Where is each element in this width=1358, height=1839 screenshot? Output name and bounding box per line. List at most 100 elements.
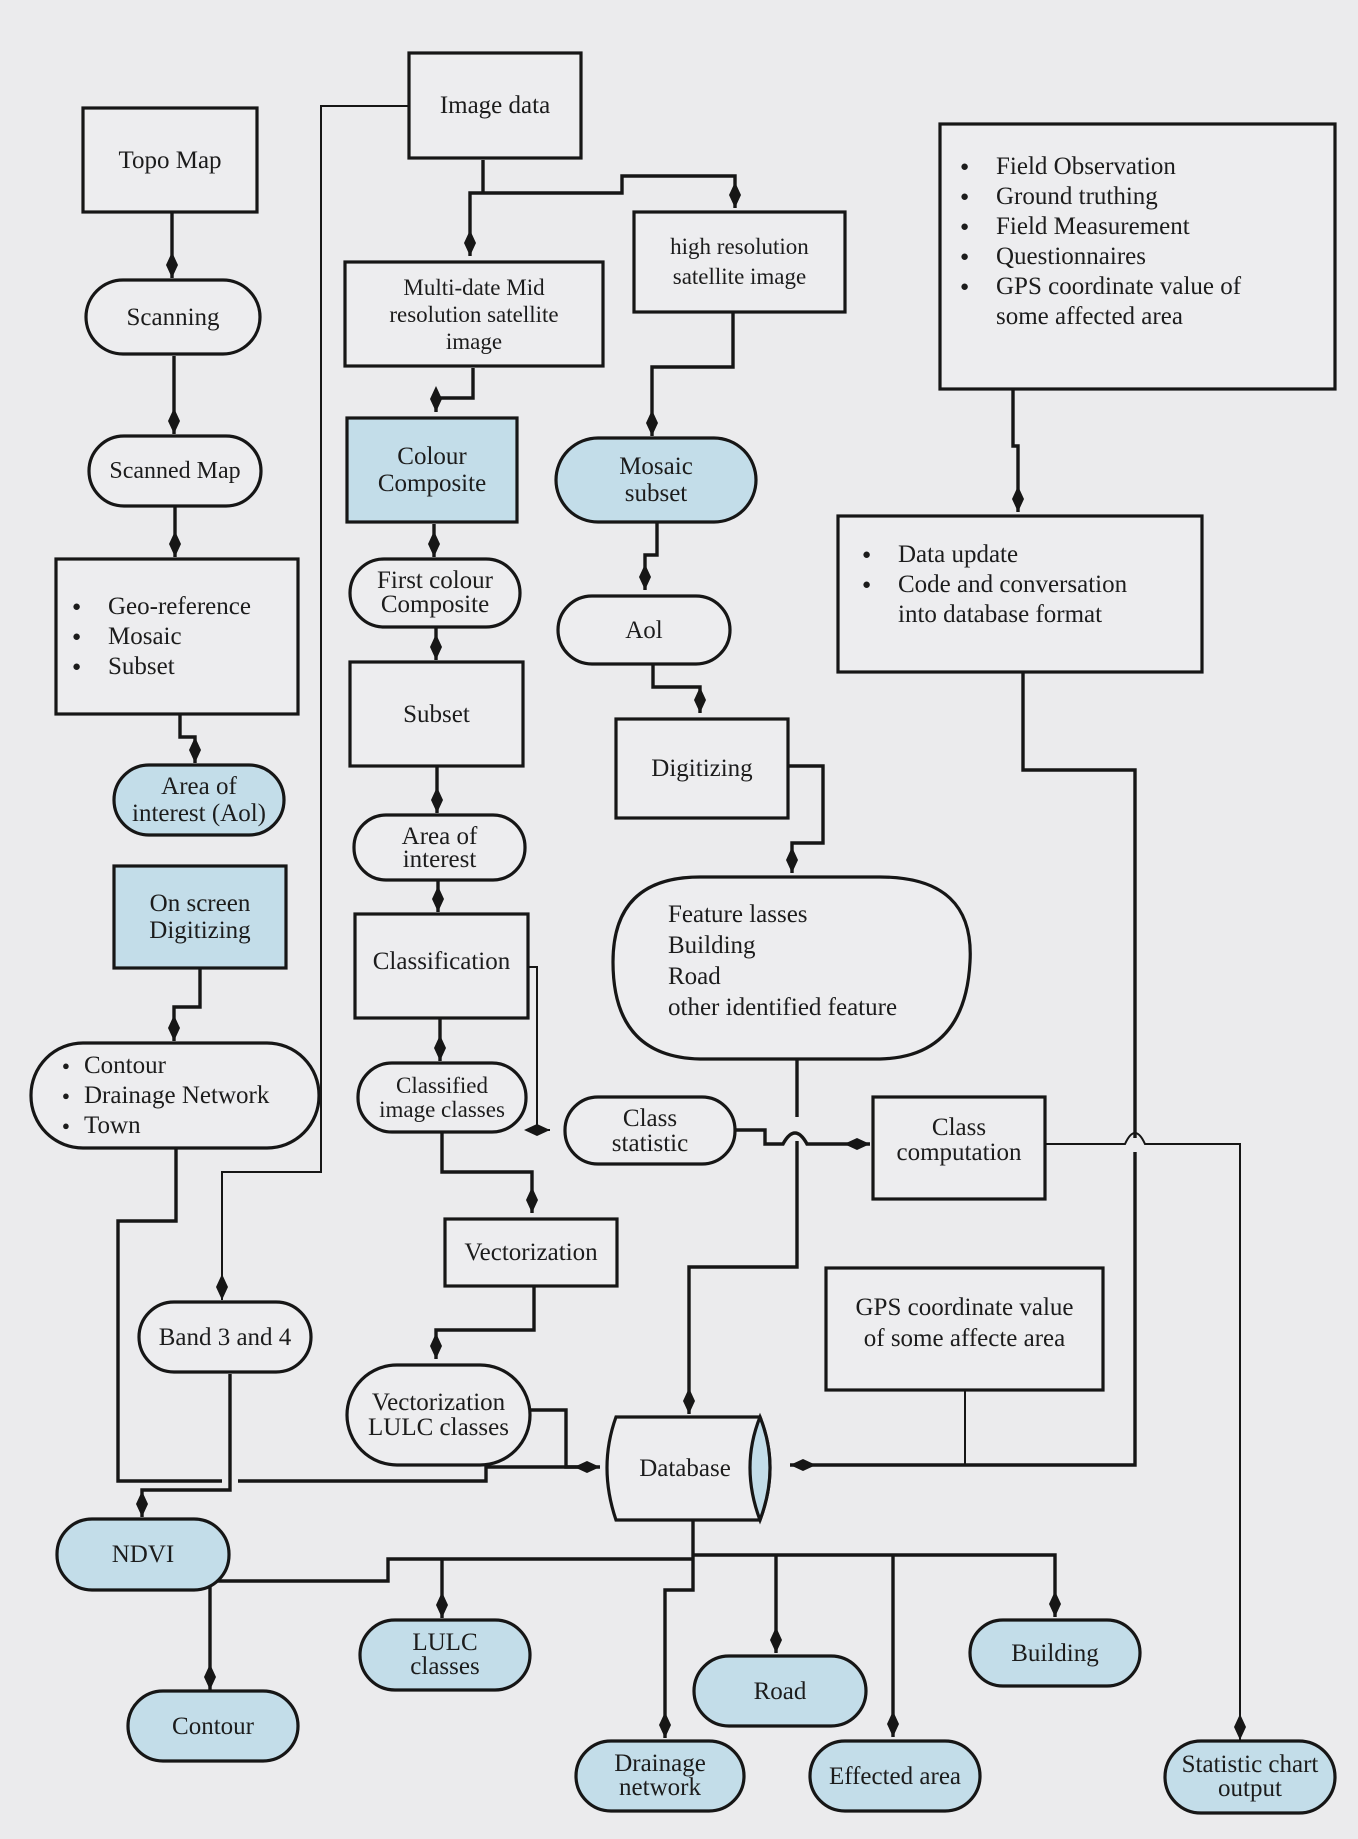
arrowhead-icon — [683, 1388, 695, 1414]
shape-out-road[interactable] — [692, 1654, 868, 1728]
node-feature-classes[interactable]: Feature lasses Building Road other ident… — [668, 877, 958, 1059]
shape-aoi-left[interactable] — [112, 763, 286, 837]
node-aoi-right[interactable]: Aol — [558, 596, 730, 664]
shape-scanned-map[interactable] — [87, 434, 263, 508]
shape-classified[interactable] — [356, 1061, 528, 1134]
node-first-colour[interactable]: First colour Composite — [350, 559, 520, 627]
shape-colour-composite[interactable] — [345, 416, 519, 524]
node-onscreen-digitizing[interactable]: On screen Digitizing — [114, 866, 286, 968]
node-out-drainage[interactable]: Drainage network — [576, 1741, 744, 1811]
node-scanned-map[interactable]: Scanned Map — [89, 436, 261, 506]
node-aoi-left[interactable]: Area of interest (Aol) — [114, 765, 284, 835]
shape-multidate[interactable] — [343, 260, 605, 368]
node-class-statistic[interactable]: Class statistic — [565, 1097, 735, 1164]
arrowhead-icon — [1234, 1714, 1246, 1740]
node-aoi-left-line1: Area of — [161, 773, 237, 800]
connector-multidate-colour — [434, 368, 475, 412]
feature-line: Building — [668, 932, 756, 959]
arrowhead-icon — [729, 182, 741, 208]
node-classcomp-line1: Class — [931, 1114, 987, 1141]
shape-aoi-right[interactable] — [556, 594, 732, 666]
node-high-res[interactable]: high resolution satellite image — [634, 212, 845, 312]
shape-class-statistic[interactable] — [563, 1095, 737, 1166]
node-georef[interactable]: Geo-reference Mosaic Subset — [72, 559, 298, 714]
node-classstat-line2: statistic — [611, 1129, 689, 1157]
connector-dataupdate-database — [790, 672, 1137, 1467]
shape-out-lulc[interactable] — [358, 1618, 532, 1692]
contour-list-item: Contour — [62, 1051, 269, 1081]
node-onscreen-line2: Digitizing — [149, 917, 251, 944]
node-mosaic-subset[interactable]: Mosaic subset — [556, 438, 756, 522]
node-out-building[interactable]: Building — [970, 1620, 1140, 1686]
node-out-building-text: Building — [1011, 1639, 1099, 1667]
node-colour-composite[interactable]: Colour Composite — [347, 418, 517, 522]
arrowhead-icon — [659, 1712, 671, 1738]
node-ndvi[interactable]: NDVI — [57, 1519, 229, 1590]
node-highres-line1: high resolution — [670, 234, 809, 259]
shape-vectorization-lulc[interactable] — [345, 1363, 532, 1467]
shape-feature-classes[interactable] — [611, 875, 972, 1061]
arrowhead-icon — [436, 1592, 448, 1618]
node-out-lulc[interactable]: LULC classes — [360, 1620, 530, 1690]
arrowhead-icon — [430, 634, 442, 660]
arrowhead-icon — [887, 1711, 899, 1737]
shape-ndvi[interactable] — [55, 1517, 231, 1592]
shape-band-3-4[interactable] — [137, 1300, 313, 1374]
node-contour-list[interactable]: Contour Drainage Network Town — [62, 1043, 312, 1148]
arrowhead-icon — [1012, 486, 1024, 512]
arrowhead-icon — [694, 687, 706, 713]
node-topo-map[interactable]: Topo Map — [83, 108, 257, 212]
shape-onscreen-digitizing[interactable] — [112, 864, 288, 970]
shape-topo-map[interactable] — [81, 106, 259, 214]
node-digitizing[interactable]: Digitizing — [616, 719, 788, 818]
contour-list-item: Drainage Network — [62, 1081, 269, 1111]
node-area-of-interest[interactable]: Area of interest — [354, 815, 525, 880]
node-vectorization-lulc[interactable]: Vectorization LULC classes — [347, 1365, 530, 1465]
node-scanning[interactable]: Scanning — [86, 280, 260, 354]
node-data-update[interactable]: Data update Code and conversation into d… — [862, 516, 1197, 672]
shape-out-contour[interactable] — [126, 1689, 300, 1763]
shape-out-drainage[interactable] — [574, 1739, 746, 1813]
shape-gps-affected[interactable] — [824, 1266, 1105, 1392]
shape-area-of-interest[interactable] — [352, 813, 527, 882]
node-classification[interactable]: Classification — [355, 914, 528, 1018]
arrowhead-icon — [169, 531, 181, 557]
node-scanned-map-text: Scanned Map — [109, 457, 241, 484]
arrowhead-icon — [844, 1138, 870, 1150]
shape-class-computation[interactable] — [871, 1095, 1047, 1201]
shape-classification[interactable] — [353, 912, 530, 1020]
node-image-data[interactable]: Image data — [409, 53, 581, 158]
node-vectorization[interactable]: Vectorization — [445, 1219, 617, 1286]
node-out-effected-text: Effected area — [828, 1762, 962, 1790]
shape-scanning[interactable] — [84, 278, 262, 356]
node-subset[interactable]: Subset — [350, 662, 523, 766]
node-out-effected[interactable]: Effected area — [810, 1741, 980, 1811]
shape-out-building[interactable] — [968, 1618, 1142, 1688]
arrowhead-icon — [464, 230, 476, 256]
arrowhead-icon — [574, 1461, 600, 1473]
node-out-road[interactable]: Road — [694, 1656, 866, 1726]
node-gps-affected[interactable]: GPS coordinate value of some affecte are… — [826, 1268, 1103, 1390]
node-database[interactable]: Database — [610, 1417, 760, 1520]
node-shapes — [29, 51, 1337, 1815]
shape-out-effected[interactable] — [808, 1739, 982, 1813]
connector-highres-mosaic — [650, 312, 735, 436]
shape-vectorization[interactable] — [443, 1217, 619, 1288]
node-classified[interactable]: Classified image classes — [358, 1063, 526, 1132]
shape-subset[interactable] — [348, 660, 525, 768]
shape-digitizing[interactable] — [614, 717, 790, 820]
shape-out-statistic[interactable] — [1163, 1739, 1337, 1815]
shape-high-res[interactable] — [632, 210, 847, 314]
shape-first-colour[interactable] — [348, 557, 522, 629]
shape-image-data[interactable] — [407, 51, 583, 160]
node-out-lulc-line2: classes — [410, 1653, 480, 1680]
node-class-computation[interactable]: Class computation — [873, 1097, 1045, 1199]
node-out-contour[interactable]: Contour — [128, 1691, 298, 1761]
node-field-list[interactable]: Field Observation Ground truthing Field … — [960, 124, 1330, 389]
node-multidate[interactable]: Multi-date Mid resolution satellite imag… — [345, 262, 603, 366]
node-out-statistic[interactable]: Statistic chart output — [1165, 1741, 1335, 1813]
shape-database[interactable] — [605, 1412, 772, 1525]
node-band-3-4[interactable]: Band 3 and 4 — [139, 1302, 311, 1372]
shape-mosaic-subset[interactable] — [554, 436, 758, 524]
